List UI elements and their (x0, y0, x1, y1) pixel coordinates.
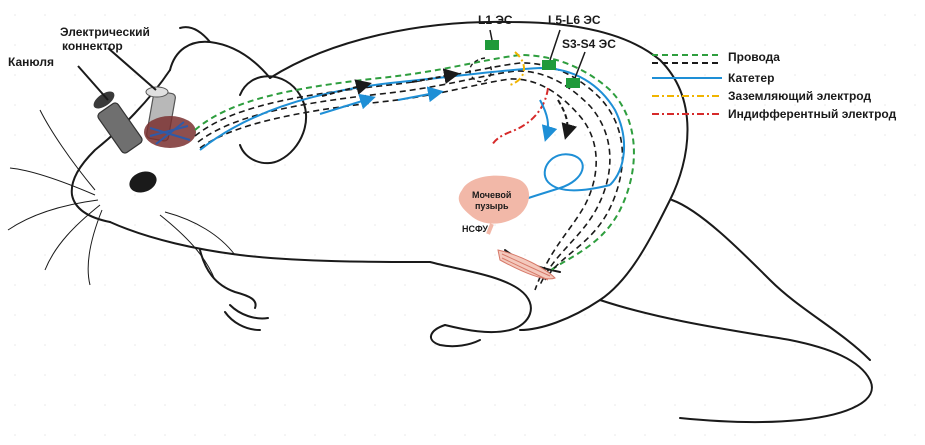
label-nsfu: НСФУ (462, 224, 488, 234)
label-connector-2: коннектор (62, 39, 123, 53)
label-s3s4: S3-S4 ЭС (562, 37, 616, 51)
label-connector-1: Электрический (60, 25, 150, 39)
electrode-l5l6 (542, 60, 556, 70)
label-bladder-2: пузырь (475, 201, 509, 211)
label-bladder-1: Мочевой (472, 190, 511, 200)
electrode-l1 (485, 40, 499, 50)
label-l5l6: L5-L6 ЭС (548, 13, 601, 27)
legend-label-catheter: Катетер (728, 71, 774, 85)
legend-label-wires: Провода (728, 50, 780, 64)
label-cannula: Канюля (8, 55, 54, 69)
legend-label-indifferent: Индифферентный электрод (728, 107, 897, 121)
legend-label-ground: Заземляющий электрод (728, 89, 871, 103)
label-l1: L1 ЭС (478, 13, 513, 27)
electrode-s3s4 (566, 78, 580, 88)
